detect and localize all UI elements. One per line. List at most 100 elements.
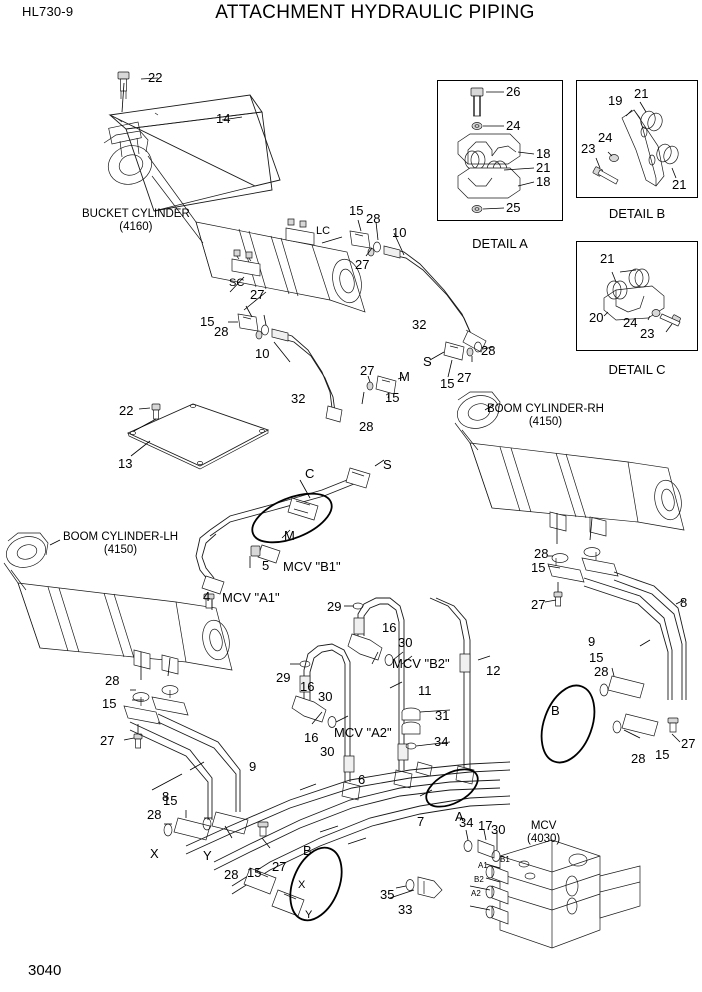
detail-b-callout-21-bottom: 21: [672, 177, 687, 192]
callout-27-h: 27: [272, 859, 287, 874]
detail-b-callout-23: 23: [581, 141, 596, 156]
mcv-block-art: [464, 830, 640, 948]
detail-c-callout-20: 20: [589, 310, 604, 325]
callout-9-right: 9: [588, 634, 596, 649]
bucket-cylinder-art: [103, 72, 486, 422]
boom-cylinder-rh-name: BOOM CYLINDER-RH: [487, 403, 604, 415]
detail-circle-label-b-right: B: [551, 703, 560, 718]
port-label-m-upper: M: [399, 369, 410, 384]
detail-b-box: [576, 80, 698, 198]
port-label-s-mid: S: [383, 457, 392, 472]
lower-hoses-art: [186, 678, 604, 928]
callout-15-a: 15: [349, 203, 364, 218]
callout-17: 17: [478, 818, 493, 833]
port-label-y-right: Y: [305, 909, 313, 921]
detail-b-callout-21-top: 21: [634, 86, 649, 101]
port-label-mcv-b2: MCV "B2": [392, 656, 450, 671]
callout-11: 11: [418, 683, 432, 698]
callout-30-d: 30: [318, 689, 333, 704]
callout-15-j: 15: [247, 865, 262, 880]
boom-cylinder-lh-name: BOOM CYLINDER-LH: [63, 531, 179, 543]
detail-c-callout-23: 23: [640, 326, 655, 341]
detail-circle-label-a: A: [455, 809, 464, 824]
detail-a-callout-26: 26: [506, 84, 521, 99]
callout-28-f: 28: [534, 546, 549, 561]
callout-28-a: 28: [366, 211, 381, 226]
port-label-mcv-a2: MCV "A2": [334, 725, 392, 740]
callout-12: 12: [486, 663, 501, 678]
callout-7: 7: [417, 814, 425, 829]
callout-28-d: 28: [359, 419, 374, 434]
mcv-port-b2: B2: [474, 875, 484, 884]
callout-27-a: 27: [355, 257, 370, 272]
detail-c-callout-24: 24: [623, 315, 638, 330]
detail-c-box: [576, 241, 698, 351]
callout-22-top: 22: [148, 70, 163, 85]
mcv-name: MCV: [530, 820, 557, 832]
detail-b-callout-24: 24: [598, 130, 613, 145]
callout-30-c: 30: [491, 822, 506, 837]
callout-27-c: 27: [457, 370, 472, 385]
detail-a-callout-21: 21: [536, 160, 551, 175]
callout-27-e: 27: [531, 597, 546, 612]
callout-5: 5: [262, 558, 270, 573]
callout-15-e: 15: [531, 560, 546, 575]
callout-15-f: 15: [589, 650, 604, 665]
port-label-s-upper: S: [423, 354, 432, 369]
mcv-code: (4030): [527, 833, 561, 846]
callout-35: 35: [380, 887, 395, 902]
callout-32-a: 32: [412, 317, 427, 332]
callout-16-b: 16: [304, 730, 319, 745]
callout-16-c: 16: [300, 679, 315, 694]
callout-15-d: 15: [385, 390, 400, 405]
port-label-y-left: Y: [203, 848, 212, 863]
boom-cylinder-lh-code: (4150): [103, 544, 138, 557]
detail-a-callout-24: 24: [506, 118, 521, 133]
mcv-port-a2: A2: [471, 889, 481, 898]
callout-32-b: 32: [291, 391, 306, 406]
port-label-lc: LC: [316, 225, 331, 237]
callout-27-f: 27: [681, 736, 696, 751]
callout-15-b: 15: [200, 314, 215, 329]
callout-33: 33: [398, 902, 413, 917]
callout-27-d: 27: [360, 363, 375, 378]
callout-10-b: 10: [255, 346, 270, 361]
detail-a-box: [437, 80, 563, 221]
callout-13: 13: [118, 456, 133, 471]
callout-31: 31: [435, 708, 450, 723]
callout-27-g: 27: [100, 733, 115, 748]
callout-28-i: 28: [147, 807, 162, 822]
component-label-mcv: MCV (4030): [527, 820, 560, 846]
callout-15-h: 15: [102, 696, 117, 711]
mid-fittings-art: [362, 342, 493, 404]
detail-circle-label-b-left: B: [303, 843, 312, 858]
detail-c-callout-21: 21: [600, 251, 615, 266]
detail-b-callout-19: 19: [608, 93, 623, 108]
detail-a-caption: DETAIL A: [472, 236, 528, 251]
callout-34-b: 34: [459, 815, 474, 830]
boom-cylinder-rh-art: [453, 391, 686, 742]
port-label-mcv-a1: MCV "A1": [222, 590, 280, 605]
callout-28-e: 28: [105, 673, 120, 688]
component-label-boom-cylinder-lh: BOOM CYLINDER-LH (4150): [63, 531, 178, 557]
callout-28-c: 28: [481, 343, 496, 358]
callout-8-left: 8: [162, 789, 170, 804]
callout-22-plate: 22: [119, 403, 134, 418]
page-title: ATTACHMENT HYDRAULIC PIPING: [215, 2, 535, 23]
port-label-x-left: X: [150, 846, 159, 861]
port-label-c-circle: C: [305, 466, 315, 481]
callout-14: 14: [216, 111, 231, 126]
callout-6: 6: [358, 772, 366, 787]
callout-28-j: 28: [224, 867, 239, 882]
mcv-port-b1: B1: [500, 855, 510, 864]
callout-30-b: 30: [320, 744, 335, 759]
callout-8-right: 8: [680, 595, 688, 610]
port-label-m-lower: M: [284, 528, 295, 543]
callout-9-left: 9: [249, 759, 257, 774]
callout-15-c: 15: [440, 376, 455, 391]
callout-29-a: 29: [327, 599, 342, 614]
callout-10-a: 10: [392, 225, 407, 240]
port-label-mcv-b1: MCV "B1": [283, 559, 341, 574]
boom-cylinder-lh-art: [3, 532, 270, 848]
